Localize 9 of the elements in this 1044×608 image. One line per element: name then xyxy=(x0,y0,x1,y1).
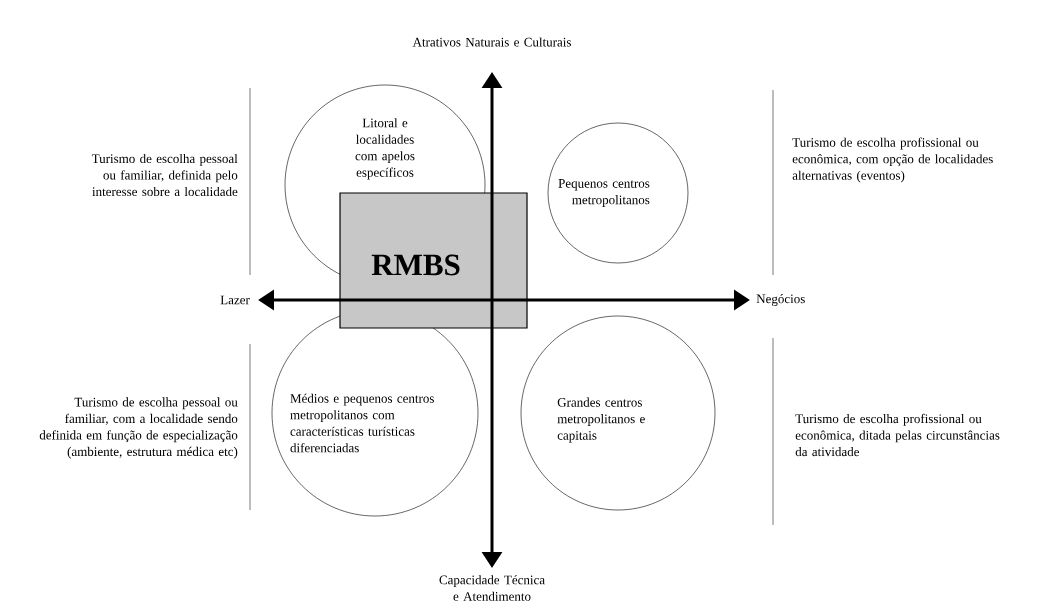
quadrant-note: Turismo de escolha pessoal ou familiar, com a localidade sendo definida em função de especialização (ambiente, estrutura médica etc) xyxy=(39,397,238,459)
quadrant-note: Turismo de escolha profissional ou econômica, com opção de localidades alternativas (eventos) xyxy=(792,137,993,183)
quadrant-note: Turismo de escolha profissional ou econômica, ditada pelas circunstâncias da atividade xyxy=(795,413,1000,457)
shaded-box: RMBS xyxy=(339,192,528,329)
quadrant-note: Turismo de escolha pessoal ou familiar, definida pelo interesse sobre a localidade xyxy=(91,153,238,197)
axis-label: Capacidade Técnica e Atendimento xyxy=(439,575,545,601)
axis-label: Negócios xyxy=(756,294,805,306)
axis-label: Atrativos Naturais e Culturais xyxy=(412,37,571,47)
axis-label: Lazer xyxy=(220,295,250,305)
